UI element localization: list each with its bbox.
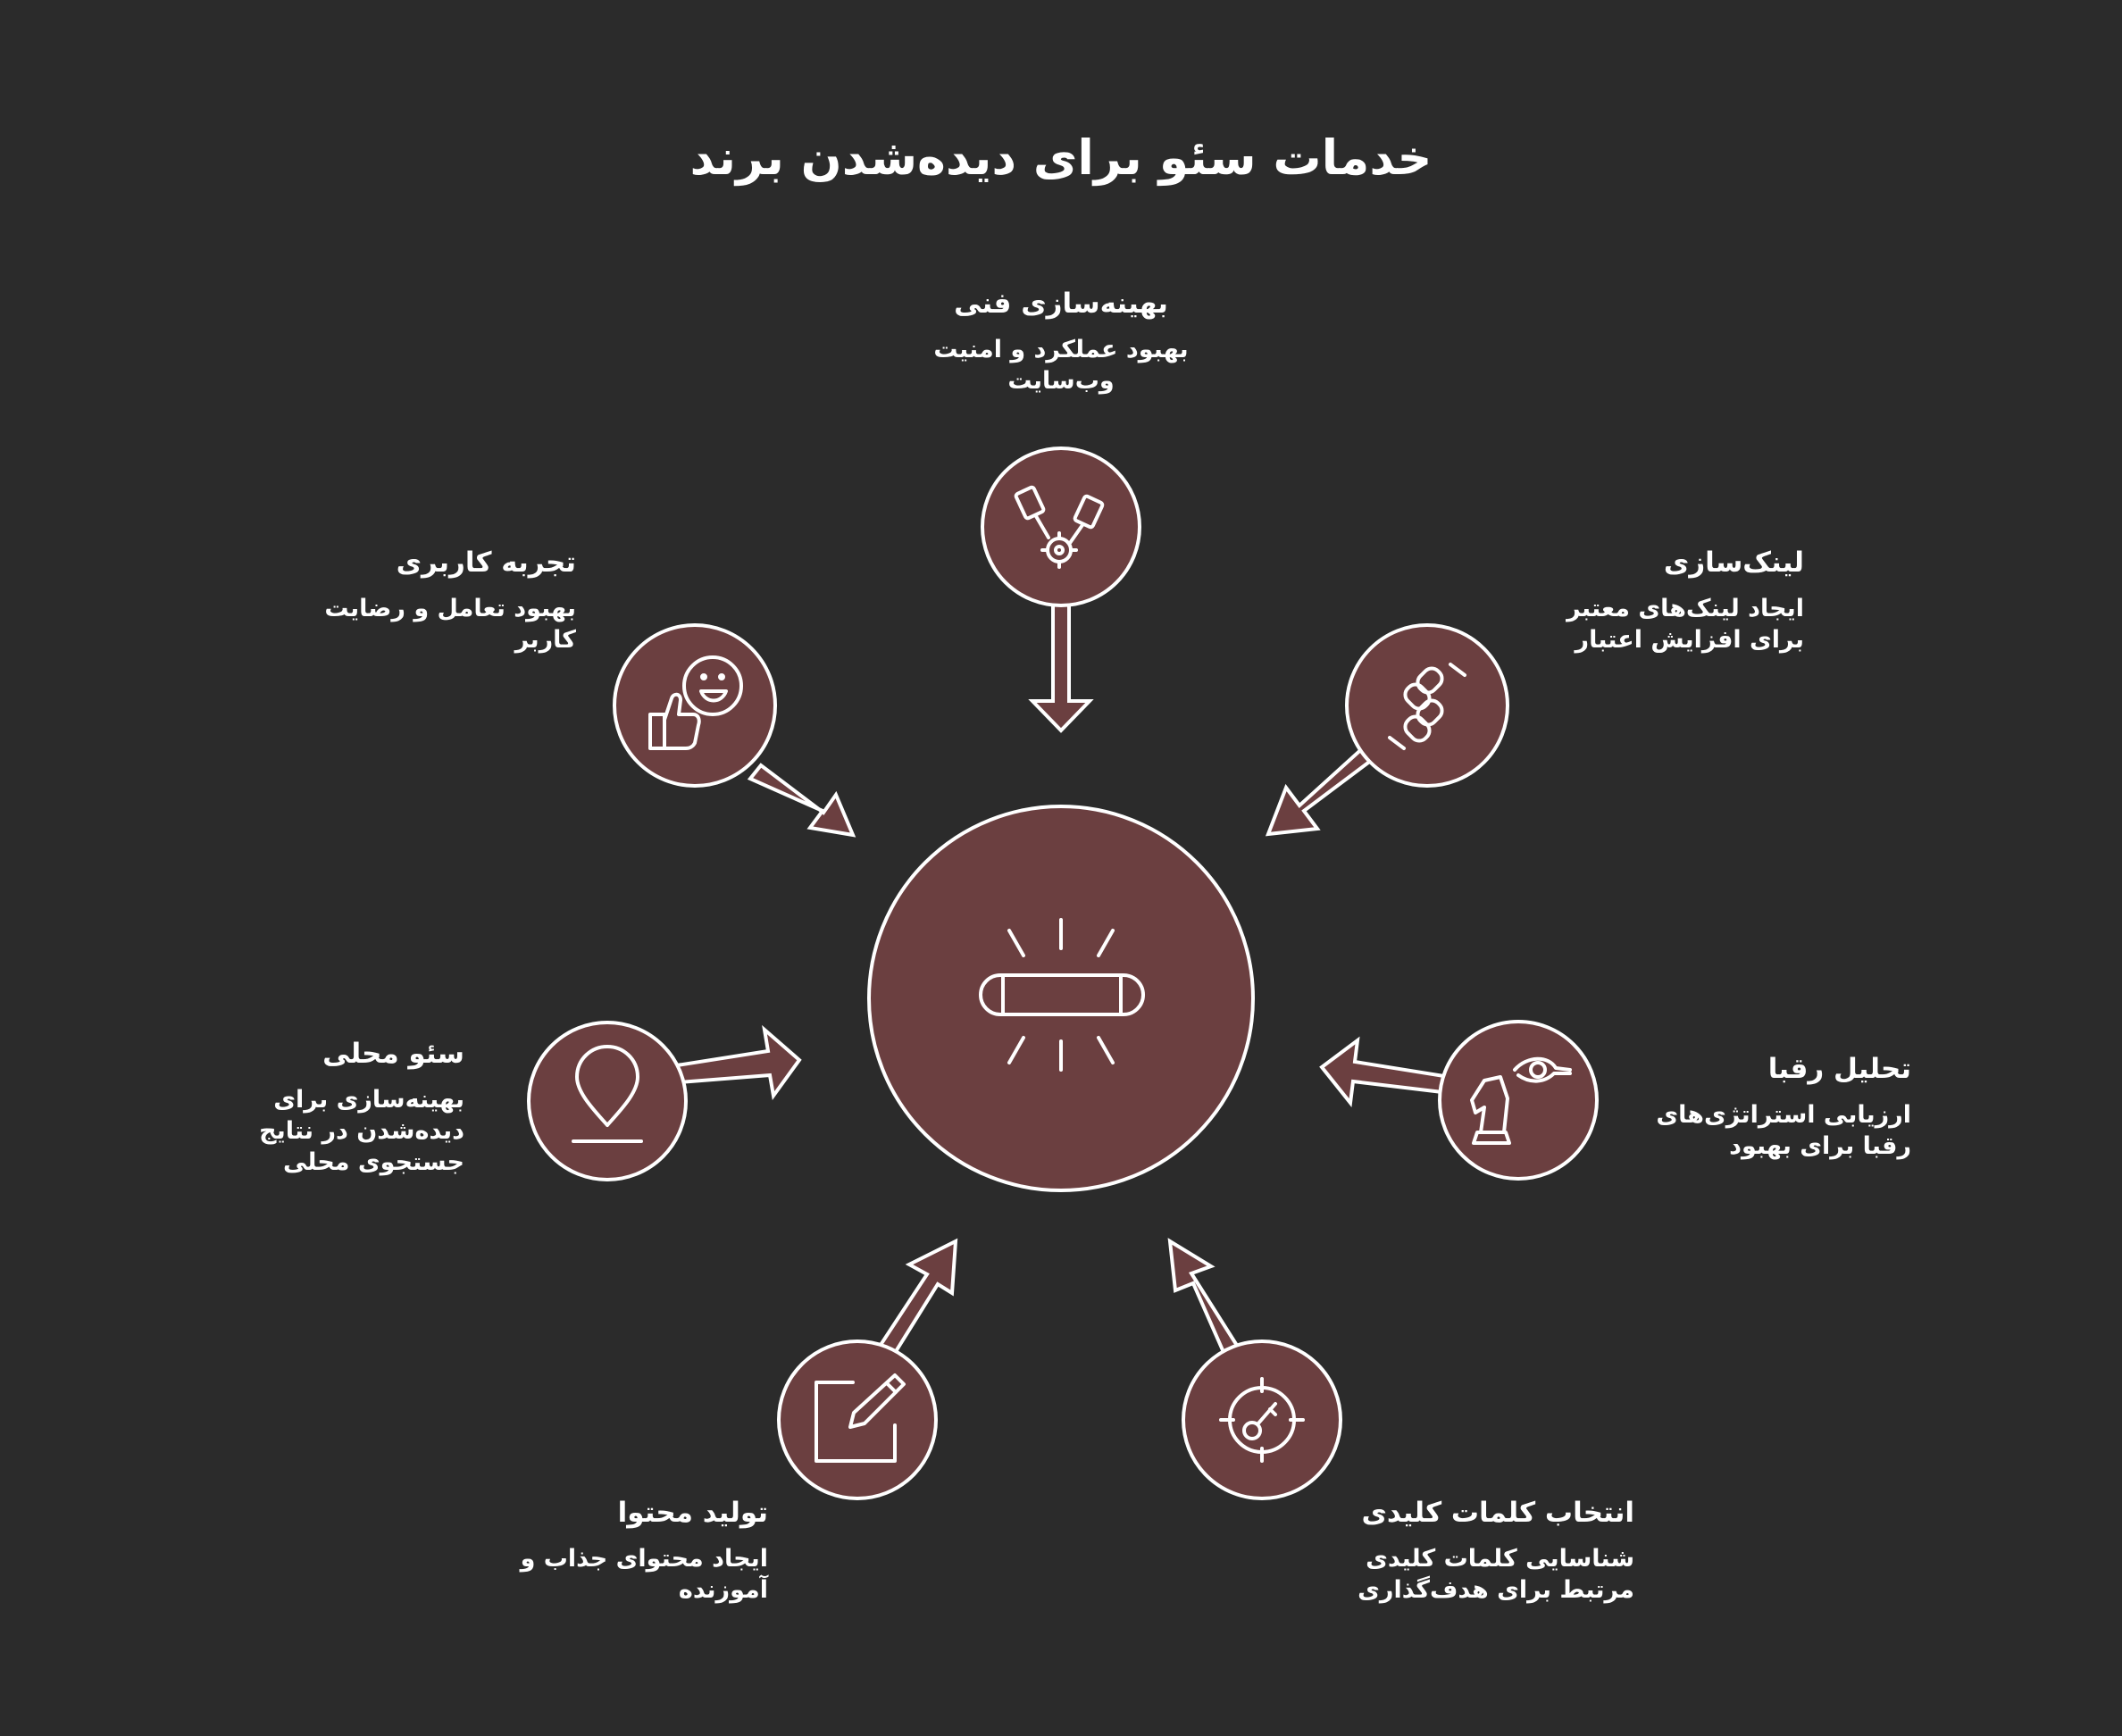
label-content: تولید محتوا ایجاد محتوای جذاب و آموزنده bbox=[429, 1493, 768, 1606]
chess-knight-icon bbox=[1470, 1056, 1572, 1145]
brand-bar-icon bbox=[979, 918, 1145, 1072]
node-ux-desc-2: کاربر bbox=[514, 626, 576, 654]
label-technical: بهینه‌سازی فنی بهبود عملکرد و امنیت وب‌س… bbox=[882, 284, 1240, 396]
node-local-desc-3: جستجوی محلی bbox=[282, 1148, 464, 1176]
map-pin-icon bbox=[572, 1045, 643, 1143]
target-key-icon bbox=[1219, 1377, 1305, 1463]
node-links bbox=[1265, 623, 1509, 837]
pistons-gear-icon bbox=[1014, 485, 1105, 569]
node-keywords-title: انتخاب کلمات کلیدی bbox=[1361, 1497, 1634, 1529]
node-competitors-desc-2: رقبا برای بهبود bbox=[1729, 1132, 1911, 1160]
label-keywords: انتخاب کلمات کلیدی شناسایی کلمات کلیدی م… bbox=[1277, 1493, 1634, 1606]
node-competitors-title: تحلیل رقبا bbox=[1767, 1053, 1911, 1085]
arrow-technical bbox=[1028, 593, 1094, 733]
node-technical-desc-1: بهبود عملکرد و امنیت bbox=[933, 336, 1189, 363]
chain-link-icon bbox=[1388, 663, 1466, 750]
node-keywords-desc-1: شناسایی کلمات کلیدی bbox=[1366, 1545, 1634, 1573]
arrow-local bbox=[663, 1024, 802, 1101]
node-links-desc-2: برای افزایش اعتبار bbox=[1575, 626, 1804, 654]
page-title: خدمات سئو برای دیده‌شدن برند bbox=[689, 129, 1433, 186]
arrow-content bbox=[878, 1238, 958, 1356]
label-local: سئو محلی بهینه‌سازی برای دیده‌شدن در نتا… bbox=[179, 1034, 464, 1178]
node-content-title: تولید محتوا bbox=[617, 1497, 768, 1529]
node-competitors-desc-1: ارزیابی استراتژی‌های bbox=[1656, 1101, 1911, 1129]
node-competitors bbox=[1319, 1020, 1599, 1181]
node-links-desc-1: ایجاد لینک‌های معتبر bbox=[1566, 595, 1804, 622]
center-hub bbox=[867, 805, 1255, 1192]
node-ux-desc-1: بهبود تعامل و رضایت bbox=[324, 595, 576, 622]
node-technical-desc-2: وب‌سایت bbox=[1007, 367, 1115, 395]
node-local-title: سئو محلی bbox=[322, 1038, 464, 1070]
edit-pencil-icon bbox=[815, 1373, 906, 1463]
node-keywords bbox=[1167, 1238, 1342, 1500]
label-links: لینک‌سازی ایجاد لینک‌های معتبر برای افزا… bbox=[1518, 543, 1804, 655]
arrow-competitors bbox=[1319, 1036, 1447, 1107]
node-content-desc-1: ایجاد محتوای جذاب و bbox=[520, 1545, 768, 1573]
node-local bbox=[527, 1021, 802, 1181]
label-competitors: تحلیل رقبا ارزیابی استراتژی‌های رقبا برا… bbox=[1643, 1049, 1911, 1162]
node-local-desc-2: دیده‌شدن در نتایج bbox=[259, 1117, 464, 1145]
arrow-ux bbox=[747, 763, 856, 838]
node-technical-title: بهینه‌سازی فنی bbox=[954, 288, 1168, 320]
node-technical bbox=[981, 447, 1141, 733]
node-content-desc-2: آموزنده bbox=[678, 1576, 768, 1604]
thumbs-up-smile-icon bbox=[648, 655, 743, 750]
label-ux: تجربه کاربری بهبود تعامل و رضایت کاربر bbox=[268, 543, 576, 655]
node-local-desc-1: بهینه‌سازی برای bbox=[273, 1086, 464, 1114]
arrow-keywords bbox=[1167, 1238, 1243, 1361]
node-keywords-desc-2: مرتبط برای هدف‌گذاری bbox=[1358, 1576, 1634, 1604]
node-links-title: لینک‌سازی bbox=[1663, 547, 1804, 579]
node-ux-title: تجربه کاربری bbox=[396, 547, 576, 579]
